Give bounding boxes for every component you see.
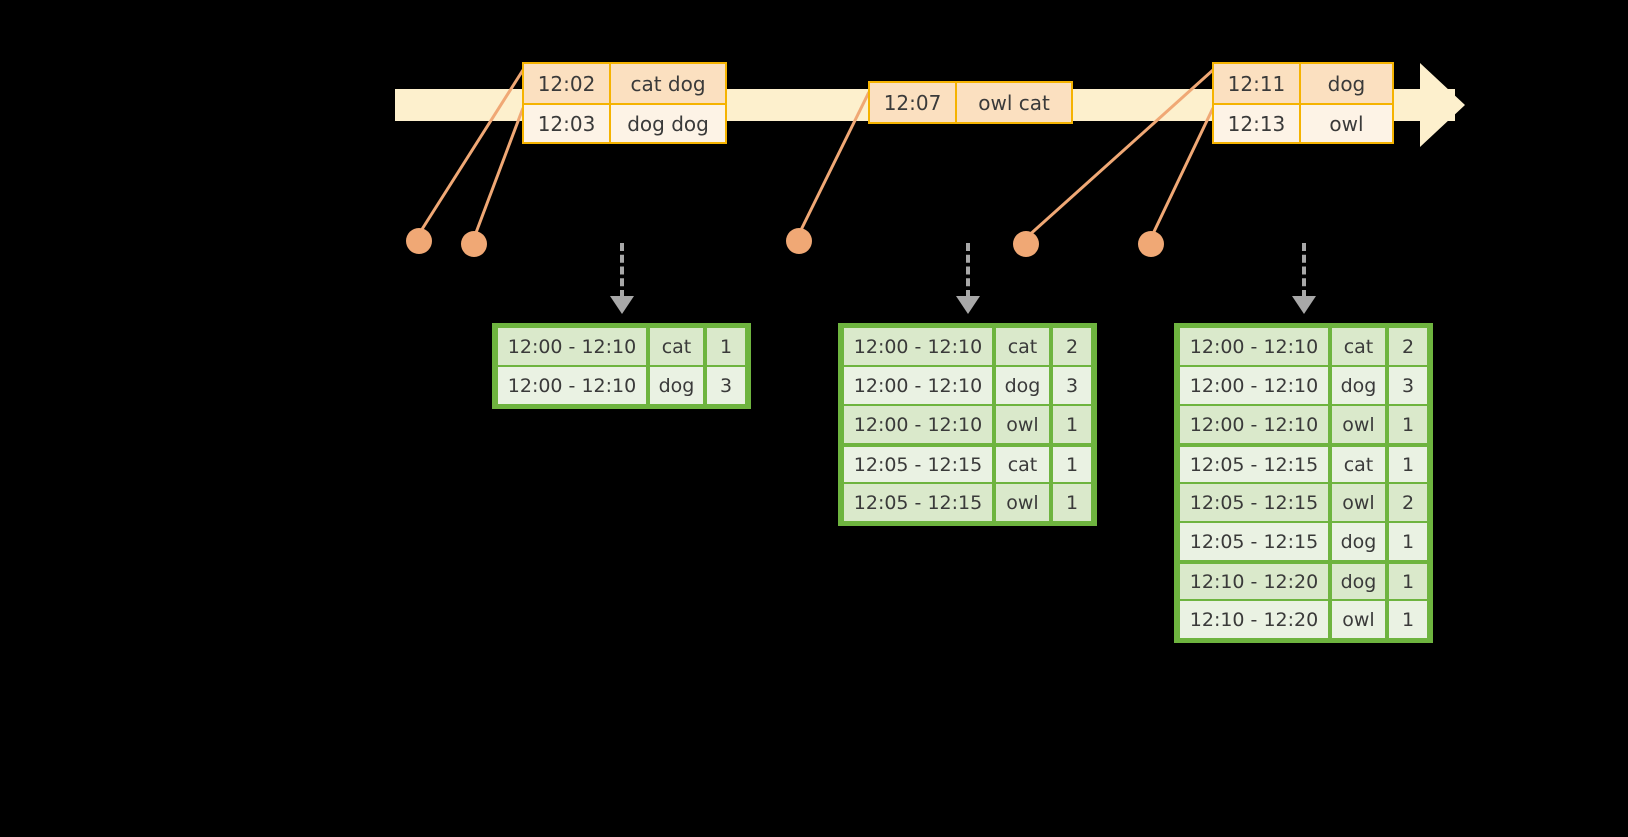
down-arrow-line-1 (620, 243, 624, 298)
cell-key: cat (648, 327, 705, 366)
cell-count: 1 (1387, 561, 1429, 600)
cell-count: 3 (705, 366, 747, 405)
down-arrow-head-icon-2 (956, 296, 980, 314)
event-group-c: 12:11 dog 12:13 owl (1212, 62, 1394, 144)
cell-key: dog (648, 366, 705, 405)
cell-window: 12:00 - 12:10 (842, 366, 994, 405)
cell-count: 1 (1387, 522, 1429, 561)
cell-key: dog (994, 366, 1051, 405)
record-dot-3 (786, 228, 812, 254)
cell-count: 1 (1051, 483, 1093, 522)
event-row: 12:07 owl cat (870, 83, 1071, 122)
cell-window: 12:10 - 12:20 (1178, 600, 1330, 639)
record-dot-4 (1013, 231, 1039, 257)
cell-window: 12:05 - 12:15 (842, 444, 994, 483)
cell-count: 1 (1051, 444, 1093, 483)
cell-key: cat (1330, 444, 1387, 483)
event-time: 12:03 (524, 105, 610, 142)
down-arrow-line-3 (1302, 243, 1306, 298)
cell-key: dog (1330, 561, 1387, 600)
cell-window: 12:10 - 12:20 (1178, 561, 1330, 600)
cell-window: 12:00 - 12:10 (1178, 366, 1330, 405)
cell-window: 12:00 - 12:10 (842, 405, 994, 444)
cell-count: 1 (705, 327, 747, 366)
cell-window: 12:00 - 12:10 (842, 327, 994, 366)
cell-window: 12:05 - 12:15 (1178, 444, 1330, 483)
cell-key: owl (1330, 600, 1387, 639)
event-group-b: 12:07 owl cat (868, 81, 1073, 124)
cell-key: owl (1330, 405, 1387, 444)
cell-count: 3 (1387, 366, 1429, 405)
down-arrow-head-icon-3 (1292, 296, 1316, 314)
cell-window: 12:05 - 12:15 (1178, 483, 1330, 522)
cell-count: 1 (1387, 444, 1429, 483)
cell-key: owl (994, 405, 1051, 444)
cell-window: 12:05 - 12:15 (1178, 522, 1330, 561)
cell-key: owl (994, 483, 1051, 522)
event-value: dog dog (609, 105, 725, 142)
cell-key: cat (994, 444, 1051, 483)
cell-count: 1 (1387, 600, 1429, 639)
cell-key: dog (1330, 366, 1387, 405)
down-arrow-line-2 (966, 243, 970, 298)
cell-count: 2 (1387, 327, 1429, 366)
cell-key: dog (1330, 522, 1387, 561)
down-arrow-head-icon-1 (610, 296, 634, 314)
event-row: 12:02 cat dog (524, 64, 725, 103)
cell-key: cat (994, 327, 1051, 366)
event-time: 12:07 (870, 83, 956, 122)
cell-count: 3 (1051, 366, 1093, 405)
event-row: 12:11 dog (1214, 64, 1392, 103)
cell-key: owl (1330, 483, 1387, 522)
event-value: owl cat (955, 83, 1071, 122)
cell-key: cat (1330, 327, 1387, 366)
record-dot-1 (406, 228, 432, 254)
record-dot-2 (461, 231, 487, 257)
cell-count: 2 (1051, 327, 1093, 366)
cell-window: 12:00 - 12:10 (496, 366, 648, 405)
cell-count: 2 (1387, 483, 1429, 522)
cell-window: 12:05 - 12:15 (842, 483, 994, 522)
cell-count: 1 (1051, 405, 1093, 444)
cell-window: 12:00 - 12:10 (1178, 405, 1330, 444)
event-time: 12:11 (1214, 64, 1299, 103)
event-row: 12:03 dog dog (524, 103, 725, 142)
cell-window: 12:00 - 12:10 (496, 327, 648, 366)
event-row: 12:13 owl (1214, 103, 1392, 142)
event-value: dog (1298, 64, 1392, 103)
cell-window: 12:00 - 12:10 (1178, 327, 1330, 366)
event-value: owl (1298, 105, 1392, 142)
timeline-arrow-head-icon (1420, 63, 1465, 147)
event-time: 12:13 (1214, 105, 1299, 142)
cell-count: 1 (1387, 405, 1429, 444)
record-dot-5 (1138, 231, 1164, 257)
event-value: cat dog (609, 64, 725, 103)
event-group-a: 12:02 cat dog 12:03 dog dog (522, 62, 727, 144)
event-time: 12:02 (524, 64, 610, 103)
